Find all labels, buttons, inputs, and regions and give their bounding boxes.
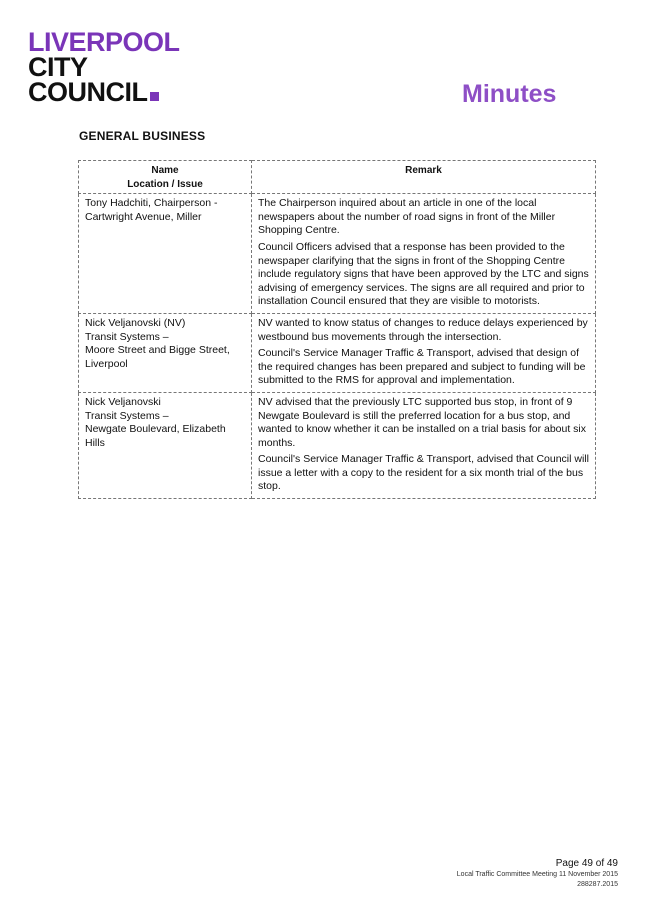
- page-number: Page 49 of 49: [555, 858, 618, 869]
- council-logo: LIVERPOOL CITY COUNCIL: [28, 27, 208, 107]
- logo-council-text: COUNCIL: [28, 77, 148, 107]
- row-remark-cell: The Chairperson inquired about an articl…: [251, 193, 596, 314]
- row-name-line: Nick Veljanovski: [85, 395, 161, 408]
- row-remark-cell: NV wanted to know status of changes to r…: [251, 312, 596, 393]
- logo-dot-icon: [149, 92, 159, 101]
- table-row: Tony Hadchiti, Chairperson - Cartwright …: [78, 193, 596, 314]
- column-header-name: Name Location / Issue: [78, 159, 252, 195]
- column-header-name-line2: Location / Issue: [127, 178, 203, 190]
- row-name-line: Nick Veljanovski (NV): [85, 316, 186, 329]
- row-name-line: Newgate Boulevard, Elizabeth Hills: [85, 423, 226, 449]
- logo-line-city: CITY: [28, 52, 88, 82]
- row-name: Tony Hadchiti, Chairperson - Cartwright …: [85, 197, 218, 223]
- row-name-line: Transit Systems –: [85, 330, 169, 343]
- table-row: Nick Veljanovski Transit Systems – Newga…: [78, 391, 596, 500]
- footer-reference: 288287.2015: [577, 881, 618, 888]
- row-name-cell: Tony Hadchiti, Chairperson - Cartwright …: [78, 193, 252, 314]
- column-header-remark: Remark: [251, 159, 596, 195]
- row-name-cell: Nick Veljanovski Transit Systems – Newga…: [78, 391, 252, 500]
- section-heading: GENERAL BUSINESS: [79, 129, 206, 143]
- row-remark-paragraph: NV wanted to know status of changes to r…: [258, 316, 588, 343]
- minutes-table: Name Location / Issue Remark Tony Hadchi…: [78, 159, 596, 500]
- footer-meeting: Local Traffic Committee Meeting 11 Novem…: [456, 871, 618, 878]
- logo-line-council: COUNCIL: [28, 77, 208, 107]
- row-remark-paragraph: Council's Service Manager Traffic & Tran…: [258, 347, 586, 387]
- row-remark-paragraph: Council's Service Manager Traffic & Tran…: [258, 453, 589, 493]
- row-remark-paragraph: Council Officers advised that a response…: [258, 240, 589, 308]
- row-name-line: Transit Systems –: [85, 409, 169, 422]
- row-name-line: Moore Street and Bigge Street, Liverpool: [85, 344, 230, 370]
- page-footer: Page 49 of 49 Local Traffic Committee Me…: [457, 857, 618, 890]
- row-name-cell: Nick Veljanovski (NV) Transit Systems – …: [78, 312, 252, 393]
- column-header-name-line1: Name: [151, 165, 179, 176]
- row-remark-cell: NV advised that the previously LTC suppo…: [251, 391, 596, 500]
- table-header-row: Name Location / Issue Remark: [78, 159, 596, 195]
- row-remark-paragraph: The Chairperson inquired about an articl…: [258, 197, 556, 237]
- logo-line-liverpool: LIVERPOOL: [28, 27, 180, 57]
- row-remark-paragraph: NV advised that the previously LTC suppo…: [258, 395, 587, 449]
- document-title: Minutes: [462, 80, 557, 108]
- table-row: Nick Veljanovski (NV) Transit Systems – …: [78, 312, 596, 393]
